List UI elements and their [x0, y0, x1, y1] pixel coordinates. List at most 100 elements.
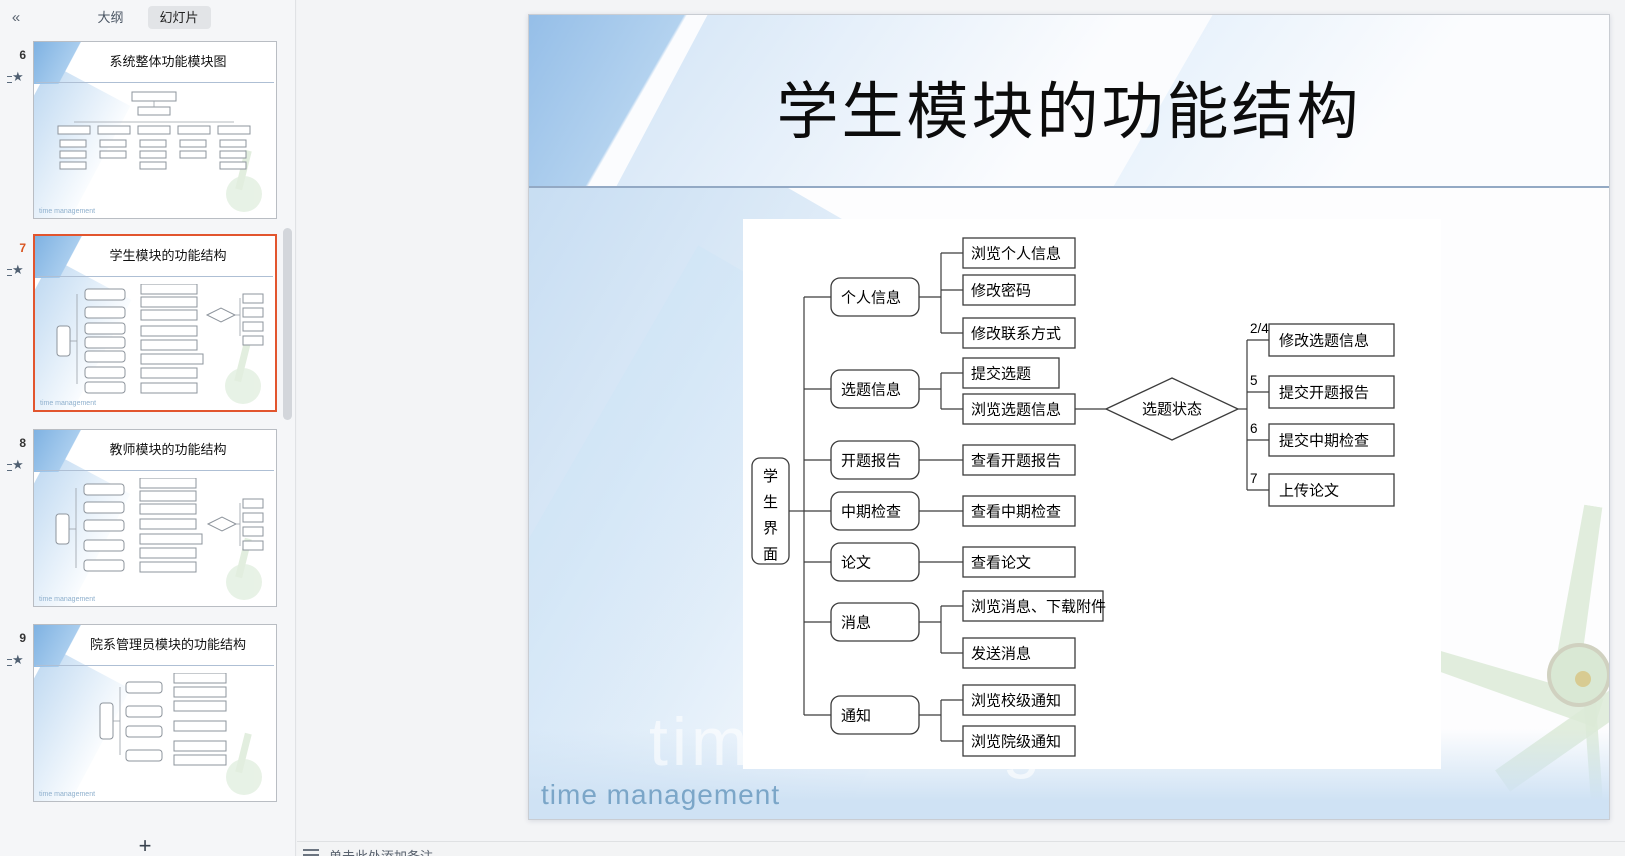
mini-clock-graphic	[226, 176, 262, 212]
node-child-6-1-label: 浏览院级通知	[971, 733, 1061, 751]
notes-icon	[303, 849, 319, 856]
mini-slide-title: 系统整体功能模块图	[109, 54, 227, 69]
node-child-0-1	[962, 274, 1076, 306]
node-status-0	[1268, 323, 1395, 357]
notes-bar[interactable]: 单击此处添加备注	[297, 841, 1625, 856]
node-child-5-1-label: 发送消息	[971, 646, 1031, 663]
animation-star-icon: ★	[7, 262, 27, 279]
mini-diagram	[55, 478, 264, 573]
node-root-label: 学生界面	[763, 468, 778, 563]
clock-hands-graphic	[1489, 575, 1609, 819]
node-child-0-2-label: 修改联系方式	[971, 326, 1061, 343]
mini-diagram	[56, 284, 264, 394]
slide-number: 8	[19, 436, 26, 450]
slide-thumbnail-row-9: 9 ★ 院系管理员模块的功能结构	[0, 624, 296, 802]
slide-panel: « 大纲 幻灯片 6 ★ 系统整体功能模块图	[0, 0, 296, 856]
status-code-0: 2/4	[1250, 321, 1269, 336]
slide-header: 学生模块的功能结构	[529, 15, 1609, 187]
node-branch-3-label: 中期检查	[841, 504, 901, 521]
node-child-3-0	[962, 495, 1076, 527]
node-child-5-1	[962, 637, 1076, 669]
slide-number: 7	[19, 241, 26, 255]
node-child-2-0-label: 查看开题报告	[971, 453, 1061, 470]
node-child-0-0	[962, 237, 1076, 269]
node-child-5-0	[962, 590, 1104, 622]
thumbnail-scrollbar[interactable]	[283, 228, 292, 420]
mini-wedge-graphic	[34, 42, 96, 84]
node-status-3-label: 上传论文	[1279, 483, 1339, 500]
node-branch-5-label: 消息	[841, 615, 871, 632]
mini-footer-label: time management	[39, 791, 96, 798]
slide-thumbnail-6[interactable]: 系统整体功能模块图	[33, 41, 277, 219]
mini-footer-label: time management	[39, 596, 96, 603]
node-branch-4-label: 论文	[841, 555, 871, 572]
decision-diamond-label: 选题状态	[1142, 401, 1202, 418]
animation-star-icon: ★	[7, 69, 27, 86]
slide-canvas[interactable]: 学生模块的功能结构 time management time managemen…	[528, 14, 1610, 820]
slide-thumbnail-row-7: 7 ★ 学生模块的功能结构	[0, 234, 296, 412]
status-code-1: 5	[1250, 373, 1258, 388]
node-branch-0-label: 个人信息	[841, 290, 901, 307]
slide-footer-label: time management	[541, 779, 781, 810]
slide-thumbnail-7[interactable]: 学生模块的功能结构	[33, 234, 277, 412]
slide-thumbnail-8[interactable]: 教师模块的功能结构	[33, 429, 277, 607]
editing-canvas: 学生模块的功能结构 time management time managemen…	[297, 0, 1625, 856]
mini-diagram	[57, 91, 251, 170]
node-child-0-0-label: 浏览个人信息	[971, 246, 1061, 263]
node-child-1-1-label: 浏览选题信息	[971, 402, 1061, 419]
mini-slide-title: 院系管理员模块的功能结构	[89, 637, 246, 652]
tab-slides[interactable]: 幻灯片	[147, 6, 211, 29]
mini-footer-label: time management	[39, 208, 96, 215]
tab-outline[interactable]: 大纲	[97, 10, 124, 25]
node-branch-1-label: 选题信息	[841, 382, 901, 399]
node-branch-6-label: 通知	[841, 708, 871, 725]
slide-thumbnail-row-8: 8 ★ 教师模块的功能结构	[0, 429, 296, 607]
animation-star-icon: ★	[7, 457, 27, 474]
node-status-1	[1268, 375, 1395, 409]
node-status-0-label: 修改选题信息	[1279, 333, 1369, 350]
node-status-3	[1268, 473, 1395, 507]
collapse-panel-icon[interactable]: «	[11, 9, 21, 26]
slide-title[interactable]: 学生模块的功能结构	[776, 79, 1362, 147]
node-child-3-0-label: 查看中期检查	[971, 504, 1061, 521]
node-child-0-1-label: 修改密码	[971, 283, 1031, 300]
mini-wedge-graphic	[34, 625, 96, 667]
status-code-2: 6	[1250, 421, 1258, 436]
node-child-0-2	[962, 317, 1076, 349]
node-child-6-1	[962, 725, 1076, 757]
status-code-3: 7	[1250, 471, 1258, 486]
node-status-2-label: 提交中期检查	[1279, 432, 1369, 450]
mini-diagram	[99, 673, 227, 766]
node-branch-2-label: 开题报告	[841, 453, 901, 470]
slide-number: 6	[19, 48, 26, 62]
mini-clock-graphic	[226, 564, 262, 600]
mini-wedge-graphic	[34, 430, 96, 472]
node-child-4-0	[962, 546, 1076, 578]
mini-wedge-graphic	[35, 236, 97, 278]
node-child-1-1	[962, 393, 1076, 425]
panel-tabbar: 大纲 幻灯片	[0, 6, 296, 32]
slide-thumbnail-row-6: 6 ★ 系统整体功能模块图	[0, 41, 296, 219]
notes-placeholder: 单击此处添加备注	[329, 846, 433, 856]
add-slide-button[interactable]: +	[138, 833, 152, 856]
structure-diagram[interactable]: 学生界面 个人信息 浏览个人信息修改密码修改联系方式选题信息 提交选题浏览选题信息开题…	[743, 219, 1441, 769]
mini-slide-title: 学生模块的功能结构	[109, 248, 227, 263]
node-status-1-label: 提交开题报告	[1279, 384, 1369, 402]
node-child-5-0-label: 浏览消息、下载附件	[971, 599, 1106, 616]
node-child-1-0-label: 提交选题	[971, 365, 1031, 383]
mini-clock-graphic	[225, 368, 261, 404]
node-child-1-0	[962, 357, 1060, 389]
node-child-6-0	[962, 684, 1076, 716]
node-child-2-0	[962, 444, 1076, 476]
node-child-6-0-label: 浏览校级通知	[971, 693, 1061, 710]
animation-star-icon: ★	[7, 652, 27, 669]
title-divider	[529, 186, 1609, 188]
mini-clock-graphic	[226, 759, 262, 795]
node-child-4-0-label: 查看论文	[971, 555, 1031, 572]
mini-slide-title: 教师模块的功能结构	[109, 442, 227, 457]
node-status-2	[1268, 423, 1395, 457]
slide-thumbnail-9[interactable]: 院系管理员模块的功能结构 time manage	[33, 624, 277, 802]
mini-footer-label: time management	[40, 400, 97, 407]
